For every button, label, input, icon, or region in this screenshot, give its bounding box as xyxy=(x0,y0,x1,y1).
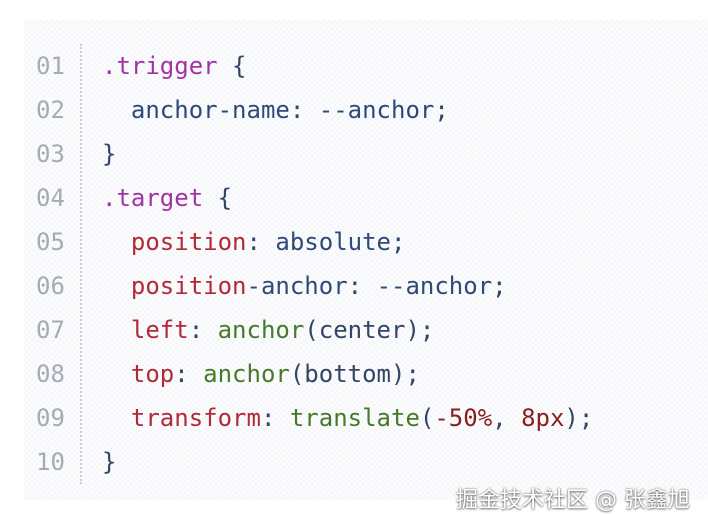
code-token: translate xyxy=(289,404,420,432)
line-number: 08 xyxy=(36,360,65,388)
code-token: absolute xyxy=(275,228,391,256)
watermark: 掘金技术社区 @ 张鑫旭 xyxy=(456,488,690,513)
code-token: : xyxy=(188,316,218,344)
code-token: ; xyxy=(391,228,406,256)
code-token: 8px xyxy=(521,404,565,432)
code-line: 02 anchor-name: --anchor; xyxy=(24,88,708,132)
code-token: top xyxy=(102,360,175,388)
code-token: } xyxy=(102,448,117,476)
line-number: 05 xyxy=(36,228,65,256)
code-token: transform xyxy=(102,404,261,432)
code-token: ); xyxy=(564,404,594,432)
code-block: 01.trigger {02 anchor-name: --anchor;03}… xyxy=(24,20,708,513)
code-token: anchor xyxy=(203,360,290,388)
code-token: : xyxy=(347,272,377,300)
code-line: 10} xyxy=(24,440,708,484)
code-token: (bottom); xyxy=(289,360,420,388)
code-token: : xyxy=(289,96,319,124)
code-line: 09 transform: translate(-50%, 8px); xyxy=(24,396,708,440)
code-token: : xyxy=(174,360,204,388)
line-number: 02 xyxy=(36,96,65,124)
code-token: ; xyxy=(492,272,507,300)
code-line: 01 .trigger { xyxy=(24,44,708,88)
code-token: .target xyxy=(102,184,204,212)
code-token: --anchor xyxy=(376,272,493,300)
code-line: 06 position-anchor: --anchor; xyxy=(24,264,708,308)
code-token: left xyxy=(102,316,189,344)
code-line: 05 position: absolute; xyxy=(24,220,708,264)
code-token: { xyxy=(217,52,247,80)
code-text: transform: translate(-50%, 8px); xyxy=(102,396,593,440)
code-token: --anchor xyxy=(318,96,435,124)
code-token: ; xyxy=(434,96,449,124)
code-text: position: absolute; xyxy=(102,220,406,264)
code-token: -anchor xyxy=(246,272,348,300)
code-line: 08 top: anchor(bottom); xyxy=(24,352,708,396)
line-number: 01 xyxy=(36,52,65,80)
code-token: ( xyxy=(419,404,435,432)
line-number: 04 xyxy=(36,184,65,212)
code-token: : xyxy=(246,228,276,256)
code-token: (center); xyxy=(304,316,435,344)
code-line: 03} xyxy=(24,132,708,176)
line-number: 06 xyxy=(36,272,65,300)
code-token: anchor-name xyxy=(102,96,290,124)
code-token: position xyxy=(102,272,247,300)
code-line: 07 left: anchor(center); xyxy=(24,308,708,352)
code-token: anchor xyxy=(217,316,305,344)
code-token: position xyxy=(102,228,247,256)
code-token: -50% xyxy=(434,404,493,432)
line-number-gutter xyxy=(24,44,82,484)
code-token: .trigger xyxy=(102,52,218,80)
line-number: 07 xyxy=(36,316,65,344)
code-text: .trigger { xyxy=(102,44,247,88)
code-text: .target { xyxy=(102,176,232,220)
code-text: } xyxy=(102,440,116,484)
code-line: 04 .target { xyxy=(24,176,708,220)
line-number: 03 xyxy=(36,140,65,168)
code-token: : xyxy=(260,404,290,432)
code-text: } xyxy=(102,132,116,176)
code-text: top: anchor(bottom); xyxy=(102,352,420,396)
code-token: , xyxy=(492,404,522,432)
line-number: 10 xyxy=(36,448,65,476)
code-text: left: anchor(center); xyxy=(102,308,434,352)
code-token: { xyxy=(203,184,233,212)
line-number: 09 xyxy=(36,404,65,432)
code-text: position-anchor: --anchor; xyxy=(102,264,507,308)
code-token: } xyxy=(102,140,117,168)
code-text: anchor-name: --anchor; xyxy=(102,88,449,132)
